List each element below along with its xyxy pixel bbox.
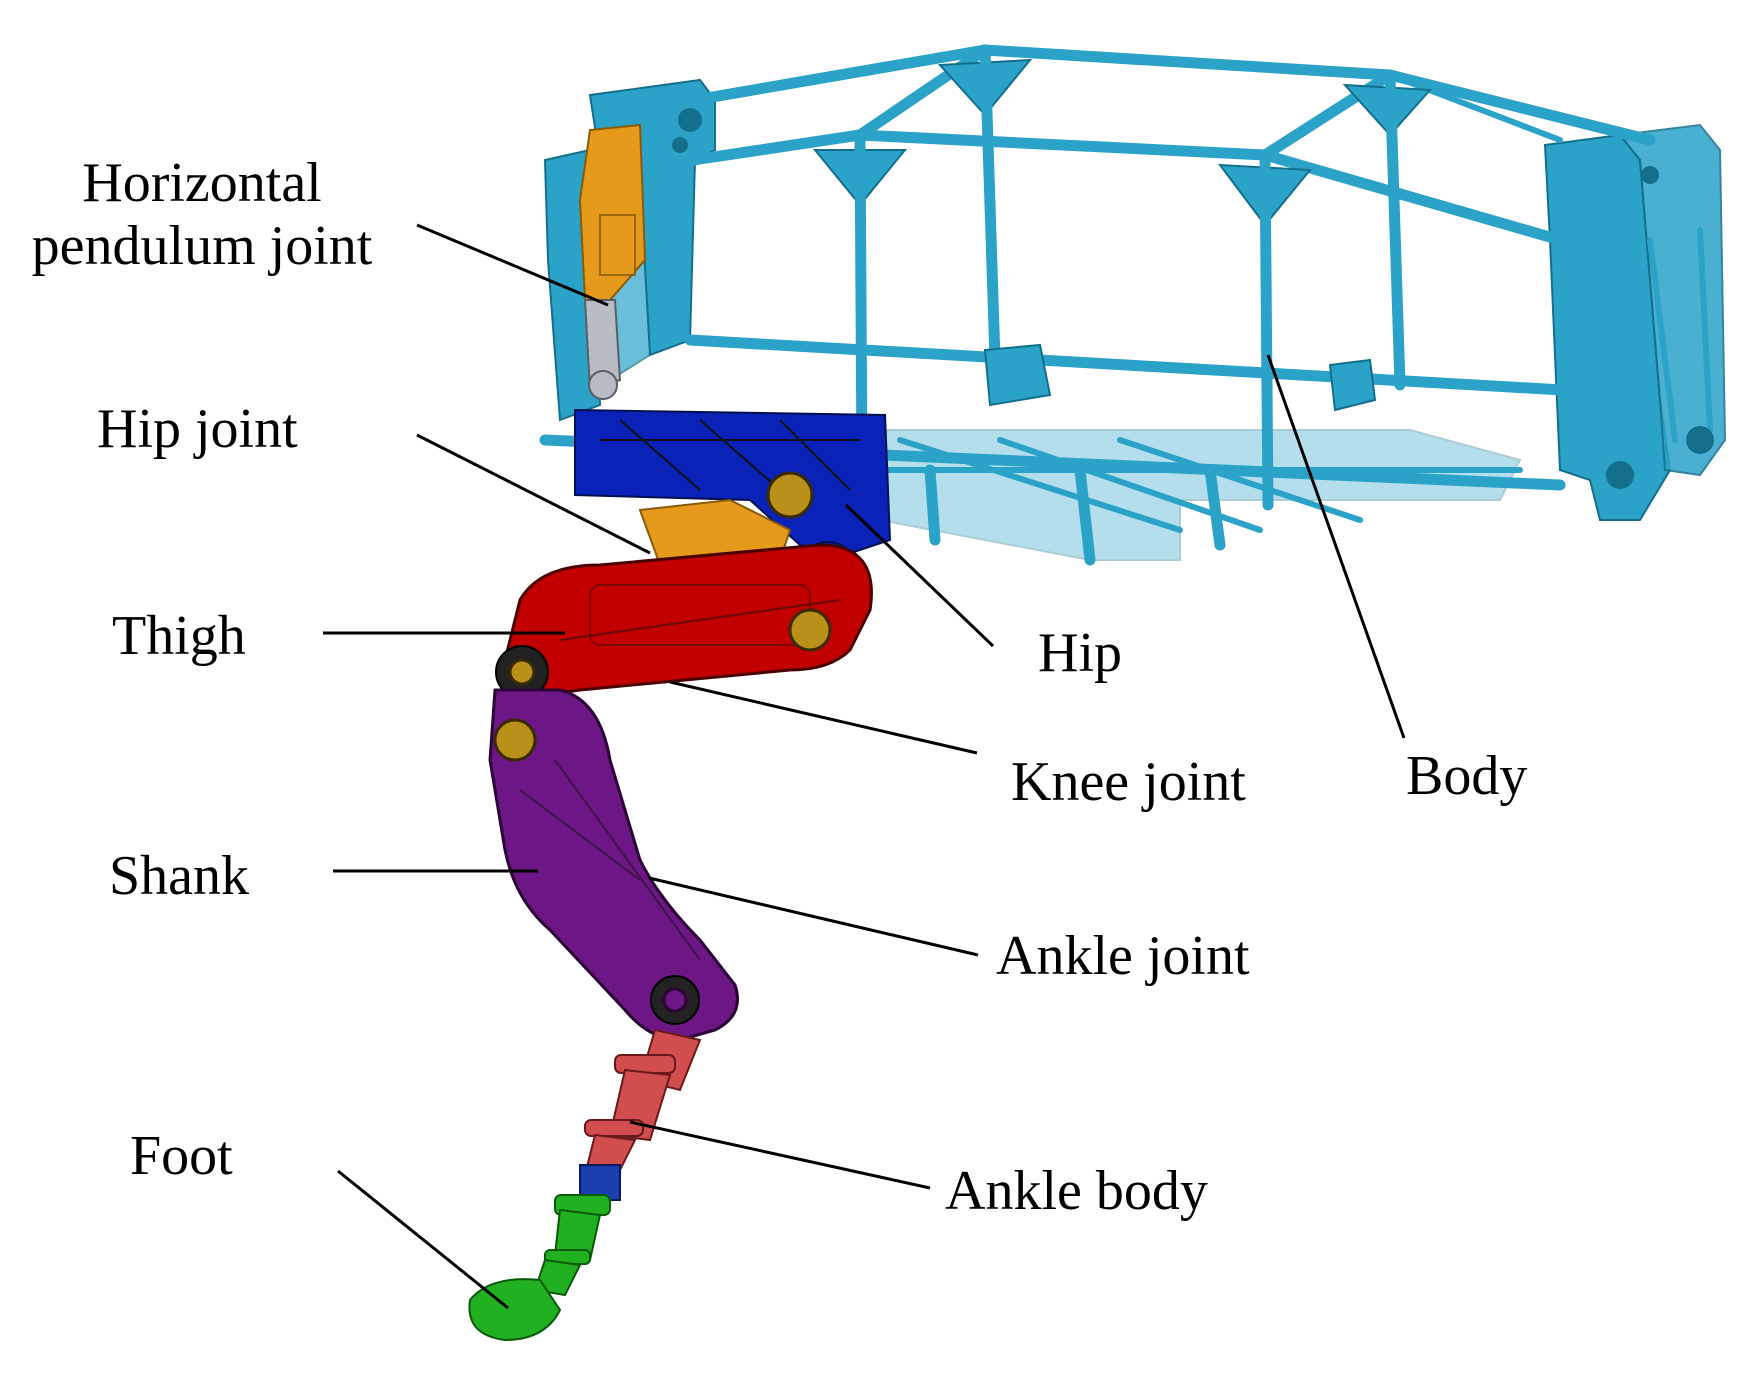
foot xyxy=(468,1194,611,1342)
leader-ankle-joint xyxy=(648,876,979,957)
label-foot: Foot xyxy=(130,1125,233,1187)
shank-link xyxy=(488,688,739,1042)
leader-knee-joint xyxy=(669,680,978,755)
label-thigh: Thigh xyxy=(112,605,246,667)
label-hip: Hip xyxy=(1038,622,1122,684)
thigh-link xyxy=(495,543,873,699)
leader-lines xyxy=(323,223,1406,1310)
label-horizontal-pendulum-joint: Horizontal pendulum joint xyxy=(31,152,373,277)
hip-joint-motor xyxy=(638,498,792,567)
label-ankle-body: Ankle body xyxy=(945,1160,1208,1222)
hip-module xyxy=(574,408,892,599)
body-right-end-plate xyxy=(1543,123,1727,521)
leader-horizontal-pendulum-joint xyxy=(416,223,609,307)
body-base-grid xyxy=(877,429,1522,566)
label-body: Body xyxy=(1406,745,1528,807)
leader-hip xyxy=(844,503,995,648)
label-hip-joint: Hip joint xyxy=(97,398,298,460)
leader-foot xyxy=(337,1169,509,1310)
label-ankle-joint: Ankle joint xyxy=(996,925,1250,987)
horizontal-pendulum-joint xyxy=(578,123,647,400)
label-shank: Shank xyxy=(109,845,249,907)
leader-body xyxy=(1266,354,1406,739)
leader-hip-joint xyxy=(416,433,651,555)
ankle-body xyxy=(579,1028,702,1201)
label-knee-joint: Knee joint xyxy=(1011,751,1246,813)
leader-ankle-body xyxy=(629,1120,931,1190)
